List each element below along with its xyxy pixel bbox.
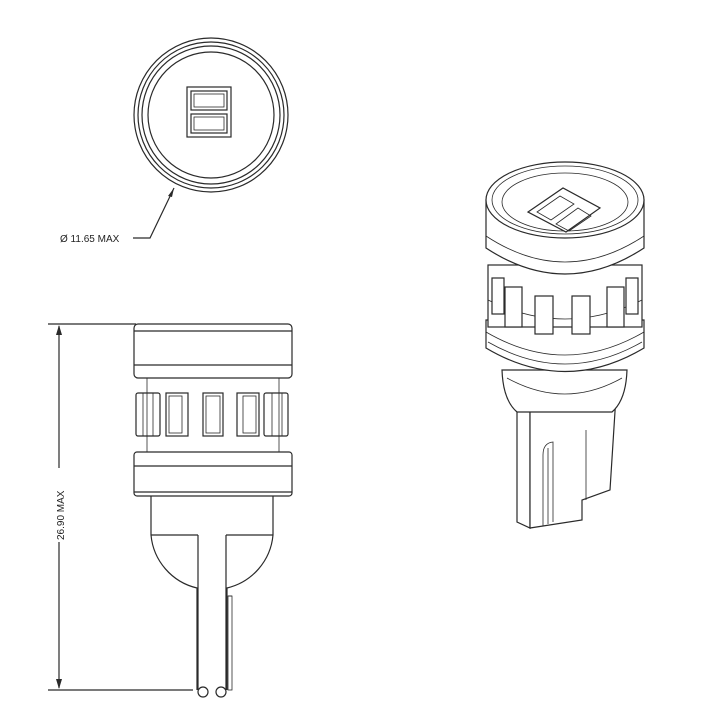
height-label: 26.90 MAX [56,490,67,540]
isometric-view [485,161,645,529]
diameter-label: Ø 11.65 MAX [60,234,120,245]
side-view: 26.90 MAX [48,323,293,698]
top-view: Ø 11.65 MAX [60,37,289,245]
